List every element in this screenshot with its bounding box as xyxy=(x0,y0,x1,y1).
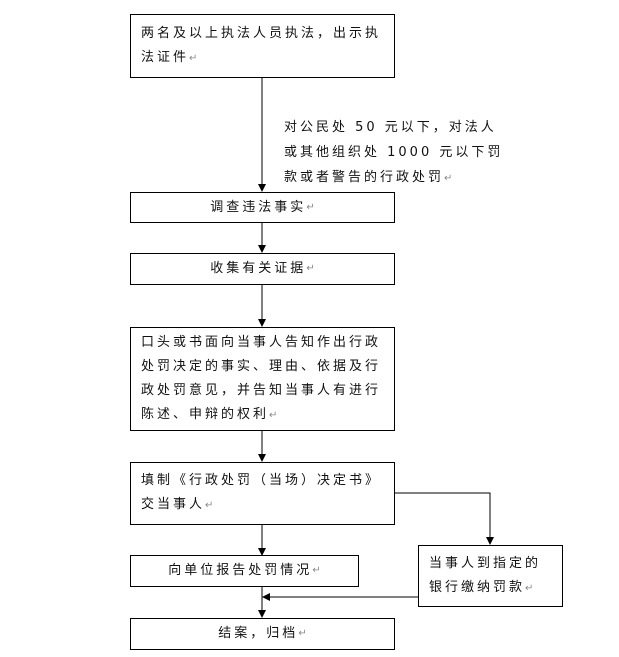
node-text: 两名及以上执法人员执法，出示执法证件 xyxy=(141,26,382,65)
node-step2: 调查违法事实↵ xyxy=(130,192,395,223)
node-step6: 向单位报告处罚情况↵ xyxy=(130,555,359,587)
arrow-step5-step7 xyxy=(394,492,494,545)
condition-note: 对公民处 50 元以下，对法人或其他组织处 1000 元以下罚款或者警告的行政处… xyxy=(284,115,509,191)
node-step1: 两名及以上执法人员执法，出示执法证件↵ xyxy=(130,14,395,78)
node-text: 填制《行政处罚（当场）决定书》交当事人 xyxy=(141,473,382,512)
paragraph-mark: ↵ xyxy=(444,173,453,184)
paragraph-mark: ↵ xyxy=(306,201,315,213)
note-text: 对公民处 50 元以下，对法人或其他组织处 1000 元以下罚款或者警告的行政处… xyxy=(284,120,504,185)
node-text: 口头或书面向当事人告知作出行政处罚决定的事实、理由、依据及行政处罚意见，并告知当… xyxy=(141,335,382,422)
paragraph-mark: ↵ xyxy=(269,410,278,421)
paragraph-mark: ↵ xyxy=(189,53,198,64)
node-text: 结案，归档 xyxy=(218,626,299,641)
node-step8: 结案，归档↵ xyxy=(130,618,395,650)
paragraph-mark: ↵ xyxy=(205,500,214,511)
node-text: 向单位报告处罚情况 xyxy=(168,563,313,578)
node-text: 收集有关证据 xyxy=(210,261,307,276)
paragraph-mark: ↵ xyxy=(525,583,534,594)
paragraph-mark: ↵ xyxy=(298,628,307,639)
node-step3: 收集有关证据↵ xyxy=(130,253,395,285)
node-step7: 当事人到指定的银行缴纳罚款↵ xyxy=(418,545,563,607)
node-step5: 填制《行政处罚（当场）决定书》交当事人↵ xyxy=(130,462,395,525)
node-text: 当事人到指定的银行缴纳罚款 xyxy=(429,556,542,595)
paragraph-mark: ↵ xyxy=(312,565,321,576)
paragraph-mark: ↵ xyxy=(306,263,315,274)
node-text: 调查违法事实 xyxy=(210,199,307,215)
node-step4: 口头或书面向当事人告知作出行政处罚决定的事实、理由、依据及行政处罚意见，并告知当… xyxy=(130,327,395,431)
